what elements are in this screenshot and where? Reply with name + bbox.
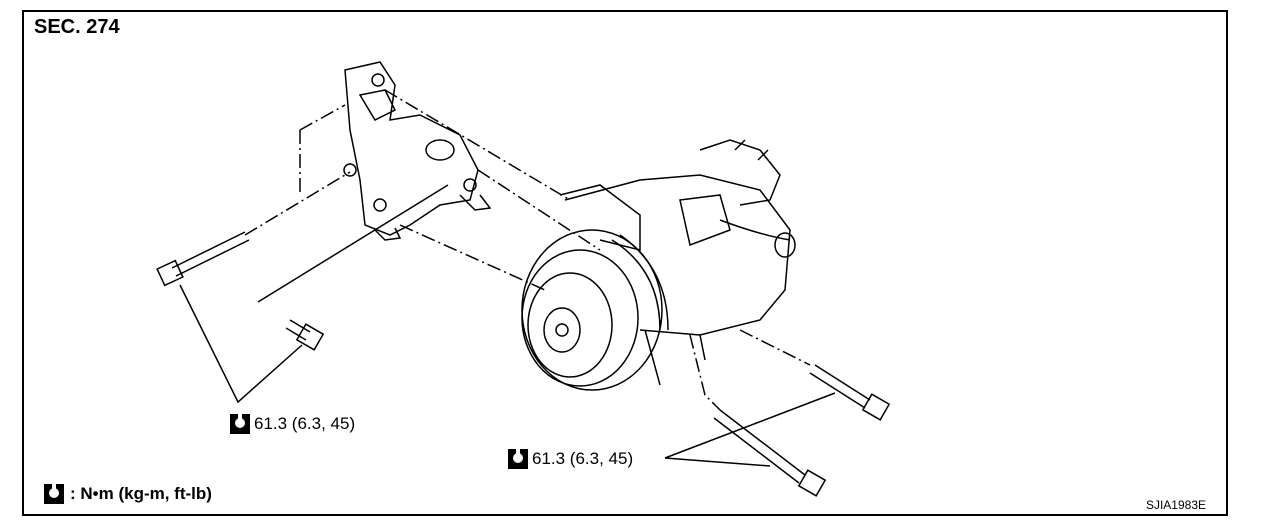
unit-legend: : N•m (kg-m, ft-lb) xyxy=(44,484,212,504)
bolt-lower-right-2 xyxy=(713,409,827,497)
torque-wrench-icon xyxy=(230,414,250,434)
bolt-upper-left xyxy=(156,231,250,287)
torque-wrench-icon xyxy=(44,484,64,504)
torque-wrench-icon xyxy=(508,449,528,469)
bolt-small xyxy=(285,319,325,351)
diagram-frame xyxy=(22,10,1228,516)
legend-text: : N•m (kg-m, ft-lb) xyxy=(70,484,212,503)
compressor-bracket xyxy=(343,61,492,241)
bolt-lower-right-1 xyxy=(809,364,891,421)
leader-lines xyxy=(179,184,836,467)
torque-value-lower: 61.3 (6.3, 45) xyxy=(532,449,634,468)
torque-spec-lower: 61.3 (6.3, 45) xyxy=(508,449,633,469)
torque-value-upper: 61.3 (6.3, 45) xyxy=(254,414,356,433)
alignment-lines xyxy=(244,89,811,411)
figure-code: SJIA1983E xyxy=(1145,498,1206,512)
compressor xyxy=(521,139,796,391)
section-label: SEC. 274 xyxy=(34,16,120,38)
torque-spec-upper: 61.3 (6.3, 45) xyxy=(230,414,355,434)
